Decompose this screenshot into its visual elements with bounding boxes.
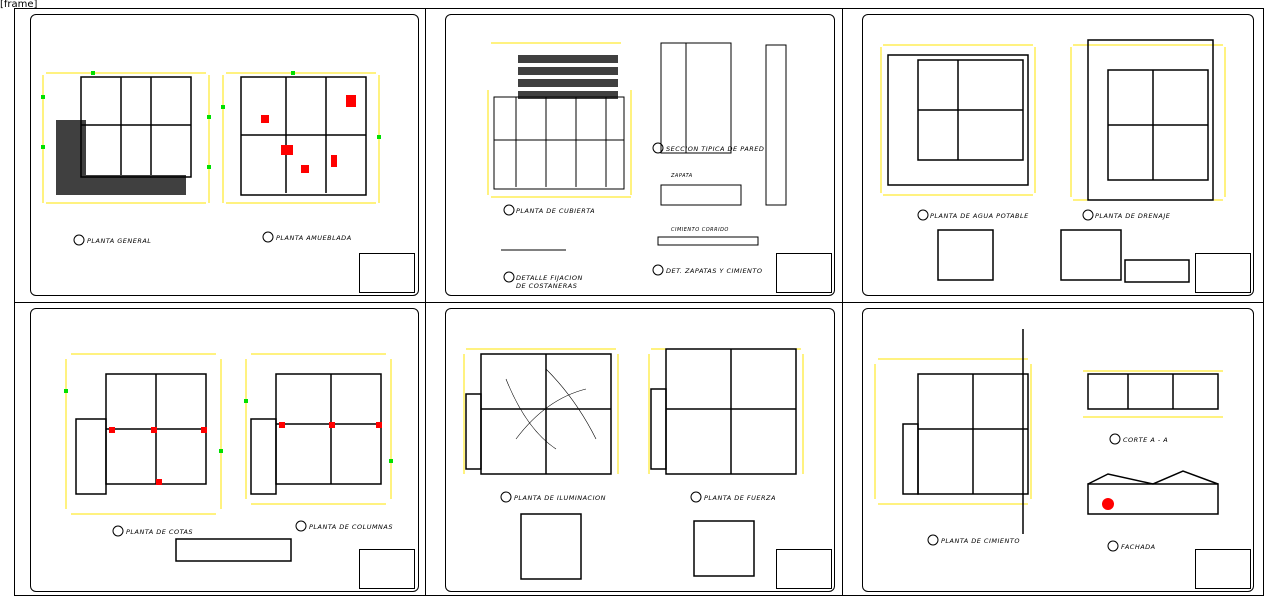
caption-planta-de-cimiento: PLANTA DE CIMIENTO: [941, 537, 1020, 545]
sheet-3[interactable]: PLANTA DE AGUA POTABLE PLANTA DE DRENAJE: [862, 14, 1254, 296]
caption-zapata: ZAPATA: [671, 173, 693, 179]
sheet-3-drawing: [880, 39, 1226, 283]
title-block-6: [1195, 549, 1251, 589]
frame-divider-horizontal: [14, 302, 1264, 303]
caption-fuerza: PLANTA DE FUERZA: [704, 494, 776, 502]
caption-corte-a-a: CORTE A - A: [1123, 436, 1169, 444]
sheet-4[interactable]: PLANTA DE COTAS PLANTA DE COLUMNAS: [30, 308, 419, 592]
sheet-1[interactable]: PLANTA GENERAL PLANTA AMUEBLADA: [30, 14, 419, 296]
caption-planta-amueblada: PLANTA AMUEBLADA: [276, 234, 352, 242]
sheet-5[interactable]: PLANTA DE ILUMINACION PLANTA DE FUERZA: [445, 308, 835, 592]
caption-planta-de-cotas: PLANTA DE COTAS: [126, 528, 194, 536]
sheet-6[interactable]: PLANTA DE CIMIENTO CORTE A - A FACHADA: [862, 308, 1254, 592]
sheet-2-drawing: [487, 42, 787, 283]
sheet-5-drawing: [463, 348, 804, 580]
caption-detalle-fijacion: DETALLE FIJACION DE COSTANERAS: [516, 274, 583, 290]
frame-title: [frame]: [0, 0, 38, 10]
sheet-6-drawing: [874, 329, 1223, 552]
caption-drenaje: PLANTA DE DRENAJE: [1095, 212, 1171, 220]
title-block-5: [776, 549, 832, 589]
title-block-4: [359, 549, 415, 589]
caption-planta-general: PLANTA GENERAL: [87, 237, 152, 245]
caption-cimiento-corrido: CIMIENTO CORRIDO: [671, 227, 729, 233]
sheet-2[interactable]: PLANTA DE CUBIERTA SECCION TIPICA DE PAR…: [445, 14, 835, 296]
title-block-2: [776, 253, 832, 293]
title-block-1: [359, 253, 415, 293]
caption-planta-de-cubierta: PLANTA DE CUBIERTA: [516, 207, 596, 215]
caption-agua-potable: PLANTA DE AGUA POTABLE: [930, 212, 1029, 220]
caption-fachada: FACHADA: [1121, 543, 1156, 551]
caption-planta-de-columnas: PLANTA DE COLUMNAS: [309, 523, 393, 531]
caption-seccion-tipica-de-pared: SECCION TIPICA DE PARED: [666, 145, 765, 153]
caption-iluminacion: PLANTA DE ILUMINACION: [514, 494, 606, 502]
caption-det-zapatas: DET. ZAPATAS Y CIMIENTO: [666, 267, 763, 275]
title-block-3: [1195, 253, 1251, 293]
sheet-4-drawing: [64, 353, 393, 562]
sheet-1-drawing: [41, 71, 381, 246]
